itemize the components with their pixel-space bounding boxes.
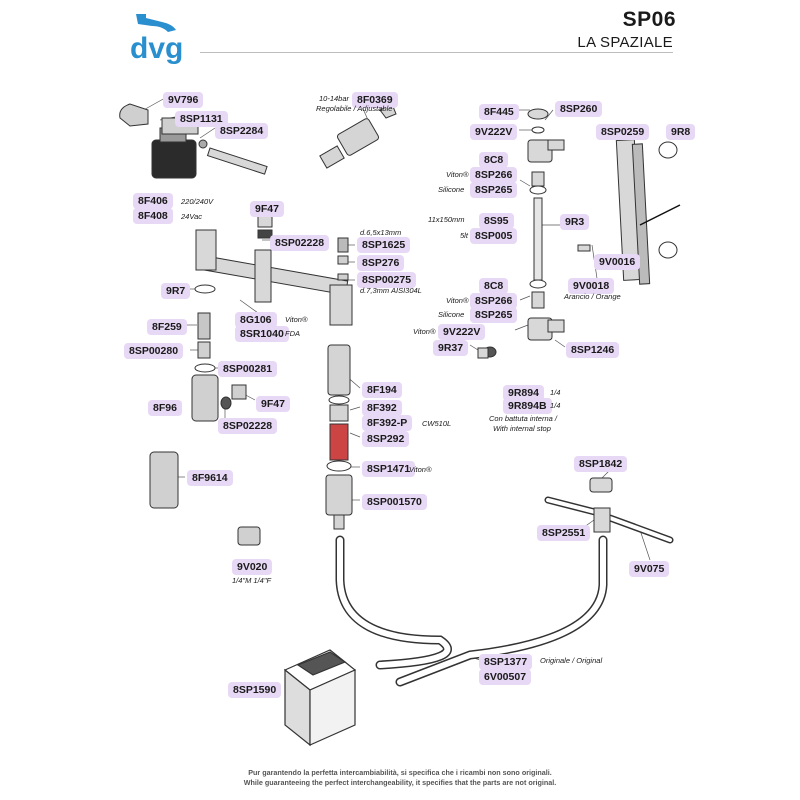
note-voltage-220: 220/240V: [181, 197, 214, 206]
part-8SP001570: 8SP001570: [362, 494, 427, 510]
part-8C8-lower: 8C8: [479, 278, 509, 294]
part-8SP1590: 8SP1590: [228, 682, 282, 698]
part-8F0369: 8F0369: [352, 92, 398, 108]
note-viton-5: Viton®: [413, 327, 436, 336]
part-8F194: 8F194: [362, 382, 402, 398]
note-viton-3: Viton®: [446, 170, 469, 179]
footer-disclaimer-it: Pur garantendo la perfetta intercambiabi…: [248, 768, 552, 777]
part-8SP266: 8SP266: [470, 167, 518, 183]
part-9V075: 9V075: [629, 561, 670, 577]
part-8SP02228: 8SP02228: [270, 235, 330, 251]
part-9V0016: 9V0016: [594, 254, 641, 270]
part-9V222V: 9V222V: [470, 124, 518, 140]
part-8SP2551: 8SP2551: [537, 525, 591, 541]
part-8SP1471: 8SP1471: [362, 461, 416, 477]
steam-valve-stack: [325, 344, 353, 530]
part-8SP276: 8SP276: [357, 255, 405, 271]
part-8F445: 8F445: [479, 104, 519, 120]
note-viton-2: Viton®: [409, 465, 432, 474]
note-original: Originale / Original: [540, 656, 603, 665]
note-spring-size: d.6,5x13mm: [360, 228, 402, 237]
note-pressure: 10-14bar: [319, 94, 350, 103]
part-9V796: 9V796: [163, 92, 204, 108]
part-8SP00280: 8SP00280: [124, 343, 184, 359]
level-tube: [477, 108, 565, 359]
tap-icon: [136, 14, 176, 32]
part-8SP1842: 8SP1842: [574, 456, 628, 472]
catalog-code: SP06: [622, 8, 676, 31]
level-probe-bracket: [577, 139, 681, 285]
part-9R7: 9R7: [161, 283, 191, 299]
part-8F9614: 8F9614: [187, 470, 233, 486]
logo-text: dvg: [130, 32, 183, 65]
part-8SP1131: 8SP1131: [175, 111, 228, 127]
part-8SP1625: 8SP1625: [357, 237, 411, 253]
part-8S95: 8S95: [479, 213, 514, 229]
note-ball-size: d.7,3mm AISI304L: [360, 286, 422, 295]
note-quarter-2: 1/4: [550, 401, 561, 410]
note-tube-size: 11x150mm: [428, 215, 465, 224]
part-8SR1040: 8SR1040: [235, 326, 289, 342]
note-silicone-2: Silicone: [438, 310, 465, 319]
part-8SP00275: 8SP00275: [357, 272, 417, 288]
note-silicone-1: Silicone: [438, 185, 465, 194]
part-8SP1246: 8SP1246: [566, 342, 620, 358]
part-8SP005: 8SP005: [470, 228, 518, 244]
note-brass: CW510L: [422, 419, 452, 428]
part-8SP1377: 8SP1377: [479, 654, 533, 670]
part-8F96: 8F96: [148, 400, 182, 416]
part-9V020: 9V020: [232, 559, 273, 575]
part-6V00507: 6V00507: [479, 669, 532, 685]
note-fda: FDA: [285, 329, 300, 338]
water-hoses: [335, 496, 674, 687]
note-orange: Arancio / Orange: [564, 292, 621, 301]
part-8SP265: 8SP265: [470, 182, 518, 198]
note-capacity: 5lt: [460, 231, 468, 240]
expansion-valve: [319, 103, 397, 169]
part-9V0018: 9V0018: [568, 278, 615, 294]
part-8G106: 8G106: [235, 312, 277, 328]
part-8SP260: 8SP260: [555, 101, 603, 117]
solenoid-valve: [119, 103, 268, 179]
part-8F406: 8F406: [133, 193, 173, 209]
part-9R8: 9R8: [666, 124, 696, 140]
part-9F47-lower: 9F47: [256, 396, 290, 412]
part-8SP2284: 8SP2284: [215, 123, 269, 139]
part-9R37: 9R37: [433, 340, 469, 356]
part-9R894: 9R894: [503, 385, 544, 401]
note-adjustable: Regolabile / Adjustable: [316, 104, 393, 113]
note-viton-1: Viton®: [285, 315, 308, 324]
part-8SP265-lower: 8SP265: [470, 307, 518, 323]
part-9V222V-lower: 9V222V: [438, 324, 486, 340]
part-8F408: 8F408: [133, 208, 173, 224]
part-8F392: 8F392: [362, 400, 402, 416]
note-internal-stop-en: With internal stop: [493, 424, 551, 433]
part-8SP266-lower: 8SP266: [470, 293, 518, 309]
note-viton-4: Viton®: [446, 296, 469, 305]
brand-name: LA SPAZIALE: [577, 34, 673, 51]
part-8F392-P: 8F392-P: [362, 415, 413, 431]
part-8SP292: 8SP292: [362, 431, 410, 447]
note-voltage-24: 24Vac: [181, 212, 202, 221]
note-internal-stop-it: Con battuta interna /: [489, 414, 557, 423]
header-rule: [200, 52, 673, 53]
part-8SP00281: 8SP00281: [218, 361, 278, 377]
water-reservoir: [283, 649, 357, 747]
part-9F47: 9F47: [250, 201, 284, 217]
part-9R3: 9R3: [560, 214, 590, 230]
part-8C8: 8C8: [479, 152, 509, 168]
group-manifold: [195, 214, 353, 326]
part-8SP0259: 8SP0259: [596, 124, 650, 140]
part-8SP02228-lower: 8SP02228: [218, 418, 278, 434]
part-8F259: 8F259: [147, 319, 187, 335]
note-thread: 1/4"M 1/4"F: [232, 576, 272, 585]
note-quarter-1: 1/4: [550, 388, 561, 397]
footer-disclaimer-en: While guaranteeing the perfect interchan…: [243, 778, 557, 787]
part-9R894B: 9R894B: [503, 398, 552, 414]
dvg-logo: dvg: [130, 14, 183, 65]
